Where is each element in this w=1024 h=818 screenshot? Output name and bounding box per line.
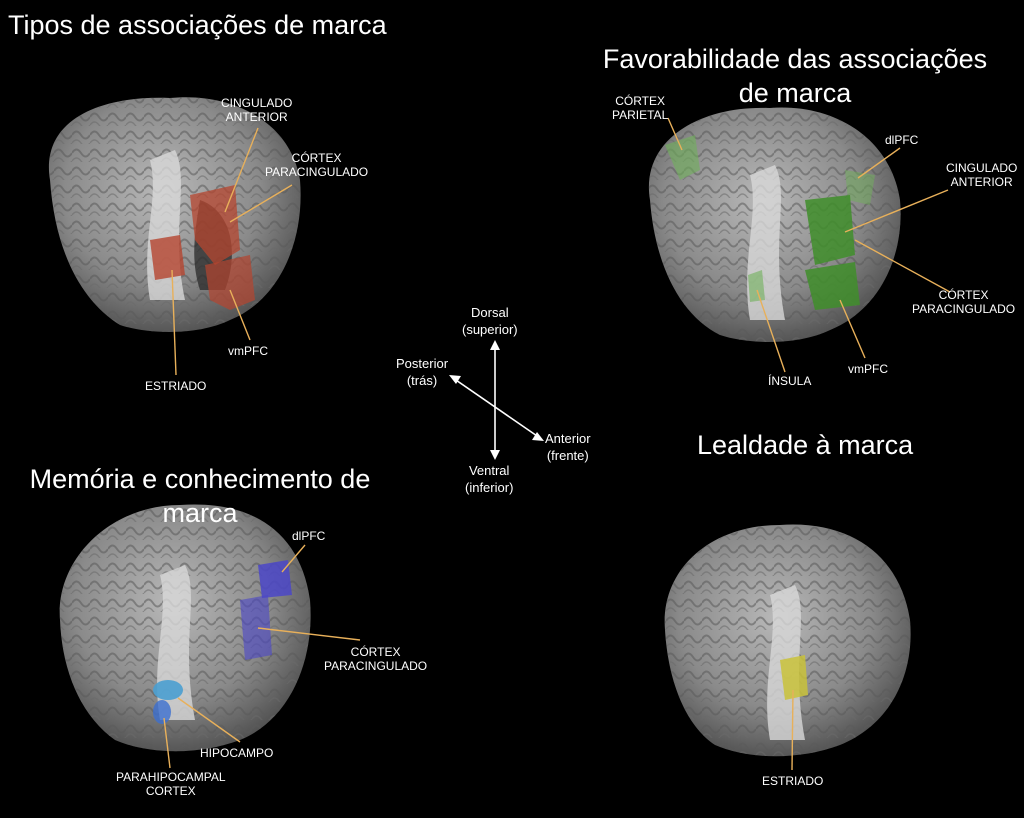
axis-label-dorsal: Dorsal (superior) xyxy=(462,305,518,337)
title-favorabilidade-text: Favorabilidade das associações de marca xyxy=(602,44,988,108)
region-parietal xyxy=(665,135,700,180)
title-lealdade: Lealdade à marca xyxy=(697,430,914,460)
label-estriado-tipos: ESTRIADO xyxy=(145,379,207,393)
label-insula: ÍNSULA xyxy=(768,374,812,388)
label-dlpfc-mem: dlPFC xyxy=(292,529,326,543)
leader-parahipo xyxy=(163,717,171,769)
region-estriado-leal xyxy=(780,655,808,700)
leader-vmpfc-fav xyxy=(839,299,866,359)
leader-parietal xyxy=(667,117,683,151)
brain-tipos xyxy=(48,97,301,332)
regions-lealdade xyxy=(780,655,808,700)
leader-paracingulado-tipos xyxy=(229,184,293,223)
region-paracingulado-mem xyxy=(240,595,272,660)
leader-paracingulado-fav xyxy=(854,239,951,293)
brain-lealdade xyxy=(664,524,911,757)
title-favorabilidade: Favorabilidade das associações de marca xyxy=(580,8,1010,144)
leader-dlpfc-mem xyxy=(281,544,306,573)
label-cingulado-tipos: CINGULADO ANTERIOR xyxy=(221,96,293,124)
region-dlpfc-fav xyxy=(845,170,875,205)
arrow-down xyxy=(490,450,500,460)
leader-cingulado-tipos xyxy=(224,127,259,213)
region-vmpfc-fav xyxy=(805,262,860,310)
arrow-up xyxy=(490,340,500,350)
leader-vmpfc-tipos xyxy=(229,289,251,341)
leader-dlpfc-fav xyxy=(857,147,901,179)
arrow-posterior xyxy=(449,375,461,384)
axis-label-ventral: Ventral (inferior) xyxy=(465,463,514,495)
label-paracingulado-fav: CÓRTEX PARACINGULADO xyxy=(912,288,1016,316)
orientation-axes xyxy=(449,340,544,460)
label-vmpfc-tipos: vmPFC xyxy=(228,344,268,358)
label-hipocampo: HIPOCAMPO xyxy=(200,746,274,760)
region-parahipocampal xyxy=(153,700,171,724)
regions-tipos xyxy=(150,185,255,310)
leader-estriado-tipos xyxy=(171,269,177,376)
region-hipocampo xyxy=(153,680,183,700)
leader-hipocampo xyxy=(177,697,241,743)
leader-paracingulado-mem xyxy=(257,627,361,641)
leader-lines xyxy=(163,117,951,771)
title-memoria-text: Memória e conhecimento de marca xyxy=(29,464,371,528)
region-insula xyxy=(748,270,765,302)
title-memoria: Memória e conhecimento de marca xyxy=(10,428,390,564)
brain-memoria xyxy=(59,504,311,752)
arrow-anterior xyxy=(532,432,544,441)
label-parietal: CÓRTEX PARIETAL xyxy=(612,94,669,122)
label-estriado-leal: ESTRIADO xyxy=(762,774,824,788)
label-parahipo: PARAHIPOCAMPAL CORTEX xyxy=(116,770,226,798)
region-cingulado-fav xyxy=(805,195,855,265)
axis-label-posterior: Posterior (trás) xyxy=(396,356,449,388)
region-vmpfc-tipos xyxy=(205,255,255,310)
label-cingulado-fav: CINGULADO ANTERIOR xyxy=(946,161,1018,189)
label-paracingulado-tipos: CÓRTEX PARACINGULADO xyxy=(265,151,369,179)
leader-estriado-leal xyxy=(791,689,794,771)
axis-diagonal xyxy=(452,377,541,439)
axis-label-anterior: Anterior (frente) xyxy=(545,431,591,463)
title-tipos: Tipos de associações de marca xyxy=(8,10,387,40)
label-vmpfc-fav: vmPFC xyxy=(848,362,888,376)
label-paracingulado-mem: CÓRTEX PARACINGULADO xyxy=(324,645,428,673)
leader-cingulado-fav xyxy=(844,189,949,233)
regions-favorabilidade xyxy=(665,135,875,310)
region-estriado-tipos xyxy=(150,235,185,280)
leader-insula xyxy=(756,289,786,373)
label-dlpfc-fav: dlPFC xyxy=(885,133,919,147)
